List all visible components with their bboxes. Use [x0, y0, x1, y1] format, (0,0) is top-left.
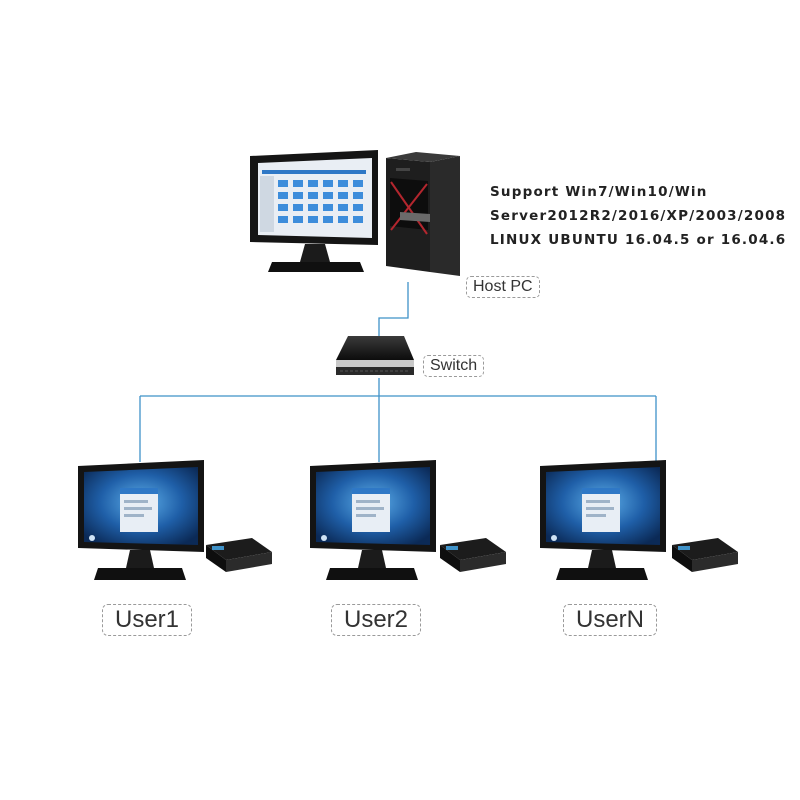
usern-label: UserN: [563, 604, 657, 636]
user2-station: [310, 460, 506, 580]
user2-label: User2: [331, 604, 421, 636]
support-line-1: Support Win7/Win10/Win: [490, 180, 786, 204]
os-support-text: Support Win7/Win10/Win Server2012R2/2016…: [490, 180, 786, 252]
host-monitor: [250, 150, 378, 272]
support-line-2: Server2012R2/2016/XP/2003/2008: [490, 204, 786, 228]
user1-label: User1: [102, 604, 192, 636]
host-to-switch-line: [379, 282, 408, 338]
usern-station: [540, 460, 738, 580]
host-tower: [386, 152, 460, 276]
host-pc-label: Host PC: [466, 276, 540, 298]
switch-label: Switch: [423, 355, 484, 377]
network-switch: [336, 336, 414, 375]
support-line-3: LINUX UBUNTU 16.04.5 or 16.04.6: [490, 228, 786, 252]
user1-station: [78, 460, 272, 580]
